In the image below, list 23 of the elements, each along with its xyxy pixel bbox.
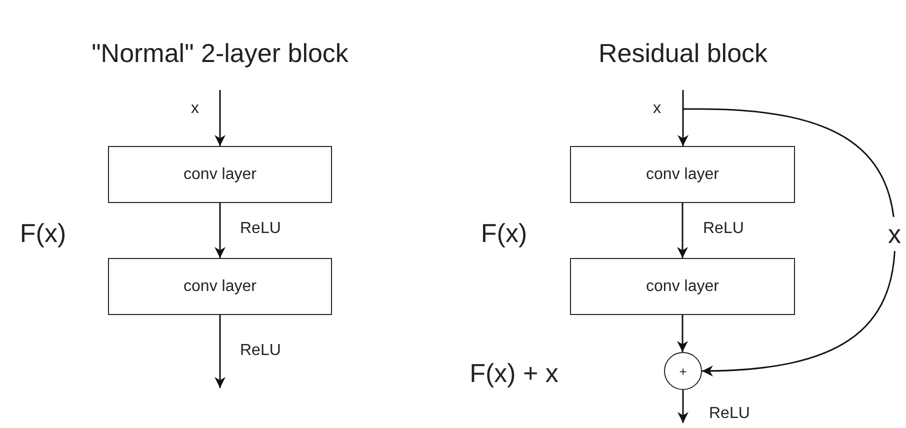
layer-label: conv layer bbox=[646, 278, 719, 296]
layer-box bbox=[570, 146, 795, 203]
edge-label: x bbox=[888, 217, 901, 251]
formula-label: F(x) + x bbox=[470, 360, 558, 386]
formula-label: F(x) bbox=[480, 220, 528, 246]
layer-box bbox=[570, 258, 795, 315]
layer-box bbox=[108, 258, 332, 315]
arrow bbox=[678, 90, 688, 146]
skip-connection-arrow bbox=[683, 108, 896, 376]
arrow bbox=[214, 315, 226, 388]
arrow bbox=[677, 315, 688, 352]
arrow bbox=[214, 90, 226, 146]
block-title: Residual block bbox=[598, 40, 768, 66]
block-title: "Normal" 2-layer block bbox=[92, 40, 348, 66]
arrow bbox=[677, 203, 688, 258]
layer-label: conv layer bbox=[184, 166, 256, 184]
arrow bbox=[214, 203, 226, 258]
layer-label: conv layer bbox=[184, 278, 256, 296]
arrow bbox=[678, 390, 688, 423]
layer-box bbox=[108, 146, 332, 203]
layer-label: conv layer bbox=[646, 166, 719, 184]
sum-circle: + bbox=[664, 352, 702, 390]
formula-label: F(x) bbox=[20, 220, 66, 246]
